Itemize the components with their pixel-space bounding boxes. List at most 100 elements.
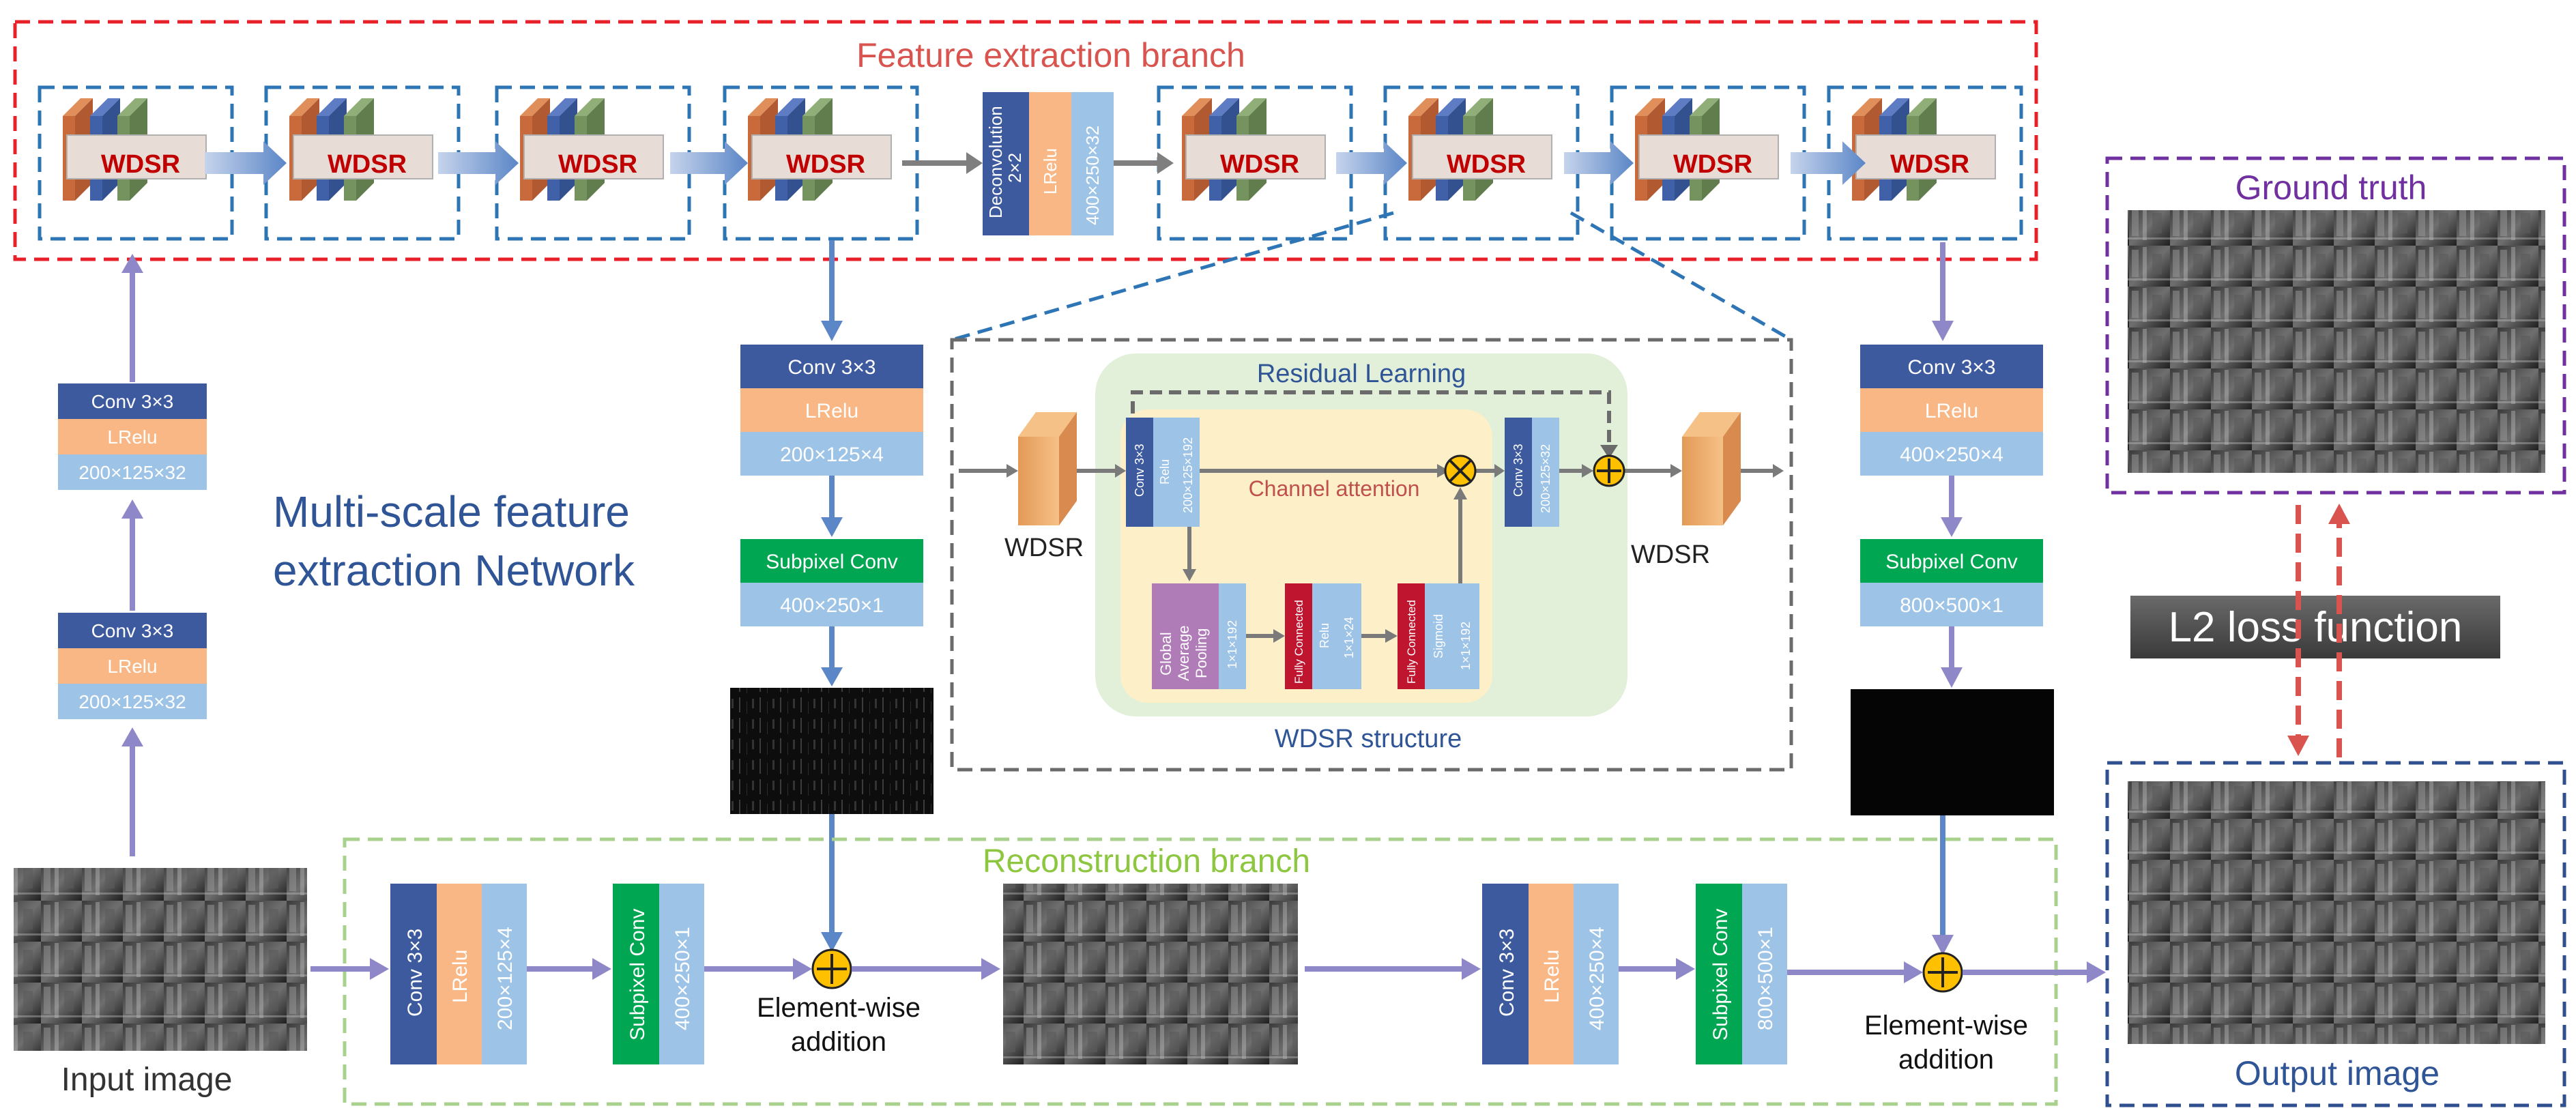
- right-arrow-blue: [1932, 815, 1954, 955]
- feature-extraction-title: Feature extraction branch: [856, 36, 1245, 74]
- wdsr-structure-title: WDSR structure: [1275, 725, 1462, 753]
- wdsr-block-icon: [289, 98, 433, 201]
- reconstruction-title: Reconstruction branch: [983, 843, 1310, 880]
- right-conv-stack: Conv 3×3 LRelu 400×250×4 Subpixel Conv 8…: [1851, 345, 2054, 815]
- loss-box: [2130, 596, 2500, 658]
- wdsr-block-label: WDSR: [1220, 150, 1299, 179]
- right-arrows: [1932, 242, 1963, 688]
- left-lower-size: 200×125×32: [78, 691, 186, 712]
- ground-truth-label: Ground truth: [2235, 169, 2427, 207]
- left-lower-act: LRelu: [107, 656, 157, 677]
- recon2-subpixel-size: 800×500×1: [1754, 927, 1777, 1030]
- wdsr-block-icon: [1181, 98, 1326, 201]
- multiscale-line1: Multi-scale feature: [273, 487, 630, 536]
- ws-gap-line1: Global: [1157, 632, 1174, 676]
- deconvolution-act: LRelu: [1040, 148, 1060, 194]
- ws-fc1-name: Fully Connected: [1292, 600, 1305, 684]
- wdsr-block-label: WDSR: [328, 150, 407, 179]
- wdsr-block-icon: [1634, 98, 1779, 201]
- connector-arrow: [1336, 141, 1407, 185]
- recon1-act: LRelu: [449, 950, 472, 1003]
- deconvolution-size: 400×250×32: [1082, 126, 1103, 225]
- ws-conv1-size: 200×125×192: [1181, 437, 1195, 513]
- residual-learning-label: Residual Learning: [1257, 360, 1466, 388]
- connector-arrow: [1564, 141, 1634, 185]
- right-act: LRelu: [1925, 400, 1978, 422]
- wdsr-block-label: WDSR: [786, 150, 865, 179]
- deconv-connector-head: [1157, 152, 1174, 174]
- connector-arrow: [205, 141, 287, 185]
- recon2-act: LRelu: [1541, 950, 1563, 1003]
- middle-subpixel-size: 400×250×1: [780, 594, 884, 617]
- input-image: [14, 868, 307, 1051]
- wdsr-block-icon: [747, 98, 892, 201]
- ws-gap-size: 1×1×192: [1226, 620, 1239, 669]
- ws-fc2-size: 1×1×192: [1459, 622, 1473, 670]
- right-conv: Conv 3×3: [1907, 356, 1995, 379]
- deconvolution-kernel: 2×2: [1004, 153, 1025, 183]
- connector-arrow: [438, 141, 519, 185]
- left-lower-conv: Conv 3×3: [91, 620, 174, 641]
- right-size: 400×250×4: [1900, 444, 2003, 466]
- recon-block-1: Conv 3×3 LRelu 200×125×4 Subpixel Conv 4…: [390, 884, 704, 1064]
- right-residual-map: [1851, 689, 2054, 815]
- ws-fc2-name: Fully Connected: [1405, 600, 1418, 684]
- wdsr-block-icon: [1851, 98, 1996, 201]
- ws-gap-line2: Average: [1175, 625, 1192, 681]
- middle-residual-map: [730, 688, 934, 814]
- addition-2-line1: Element-wise: [1864, 1011, 2028, 1041]
- ws-fc1-act: Relu: [1318, 623, 1331, 648]
- ground-truth-image: [2128, 210, 2545, 473]
- channel-attention-label: Channel attention: [1249, 476, 1420, 501]
- recon-block-2: Conv 3×3 LRelu 400×250×4 Subpixel Conv 8…: [1482, 884, 1787, 1064]
- input-image-label: Input image: [61, 1062, 233, 1098]
- addition-1-line2: addition: [791, 1027, 886, 1057]
- recon2-size: 400×250×4: [1586, 927, 1608, 1030]
- addition-1-line1: Element-wise: [757, 993, 921, 1023]
- recon1-subpixel-size: 400×250×1: [671, 927, 694, 1030]
- wdsr-block-label: WDSR: [558, 150, 637, 179]
- deconvolution-label: Deconvolution: [985, 106, 1006, 218]
- wdsr-block-icon: [62, 98, 207, 201]
- loss-arrows: [2287, 504, 2350, 757]
- left-upper-act: LRelu: [107, 426, 157, 448]
- bottom-row-arrows: [310, 958, 2106, 983]
- recon2-subpixel: Subpixel Conv: [1709, 909, 1732, 1041]
- left-upper-conv: Conv 3×3: [91, 391, 174, 412]
- recon2-conv: Conv 3×3: [1496, 929, 1518, 1017]
- ws-conv1-name: Conv 3×3: [1133, 444, 1146, 497]
- connector-arrow: [670, 141, 748, 185]
- wdsr-block-label: WDSR: [101, 150, 180, 179]
- middle-conv: Conv 3×3: [787, 356, 875, 379]
- deconvolution-block: Deconvolution 2×2 LRelu 400×250×32: [983, 92, 1114, 235]
- connector-arrow: [1791, 141, 1866, 185]
- ws-conv1-act: Relu: [1158, 459, 1172, 484]
- ws-gap-line3: Pooling: [1193, 628, 1210, 678]
- wdsr-out-label: WDSR: [1631, 540, 1710, 569]
- feature-extraction-frame: [13, 20, 2038, 261]
- intermediate-image: [1003, 884, 1298, 1064]
- wdsr-block-label: WDSR: [1673, 150, 1752, 179]
- output-image: [2128, 781, 2545, 1044]
- recon1-conv: Conv 3×3: [404, 929, 426, 1017]
- wdsr-block-icon: [1408, 98, 1552, 201]
- right-subpixel: Subpixel Conv: [1885, 551, 2017, 573]
- wdsr-in-label: WDSR: [1004, 534, 1084, 562]
- middle-conv-stack: Conv 3×3 LRelu 200×125×4 Subpixel Conv 4…: [730, 345, 934, 814]
- left-upper-size: 200×125×32: [78, 462, 186, 483]
- recon1-subpixel: Subpixel Conv: [626, 909, 649, 1041]
- ws-fc2-act: Sigmoid: [1432, 614, 1445, 658]
- middle-act: LRelu: [805, 400, 858, 422]
- output-frame: [2105, 761, 2566, 1107]
- deconv-connector-head: [966, 152, 983, 174]
- ws-conv2-name: Conv 3×3: [1511, 444, 1525, 497]
- left-conv-stack: Conv 3×3 LRelu 200×125×32 Conv 3×3 LRelu…: [58, 383, 207, 719]
- recon1-size: 200×125×4: [494, 927, 517, 1030]
- wdsr-block-label: WDSR: [1890, 150, 1969, 179]
- wdsr-block-label: WDSR: [1447, 150, 1526, 179]
- ground-truth-frame: [2105, 156, 2566, 495]
- middle-subpixel: Subpixel Conv: [766, 551, 897, 573]
- middle-size: 200×125×4: [780, 444, 884, 466]
